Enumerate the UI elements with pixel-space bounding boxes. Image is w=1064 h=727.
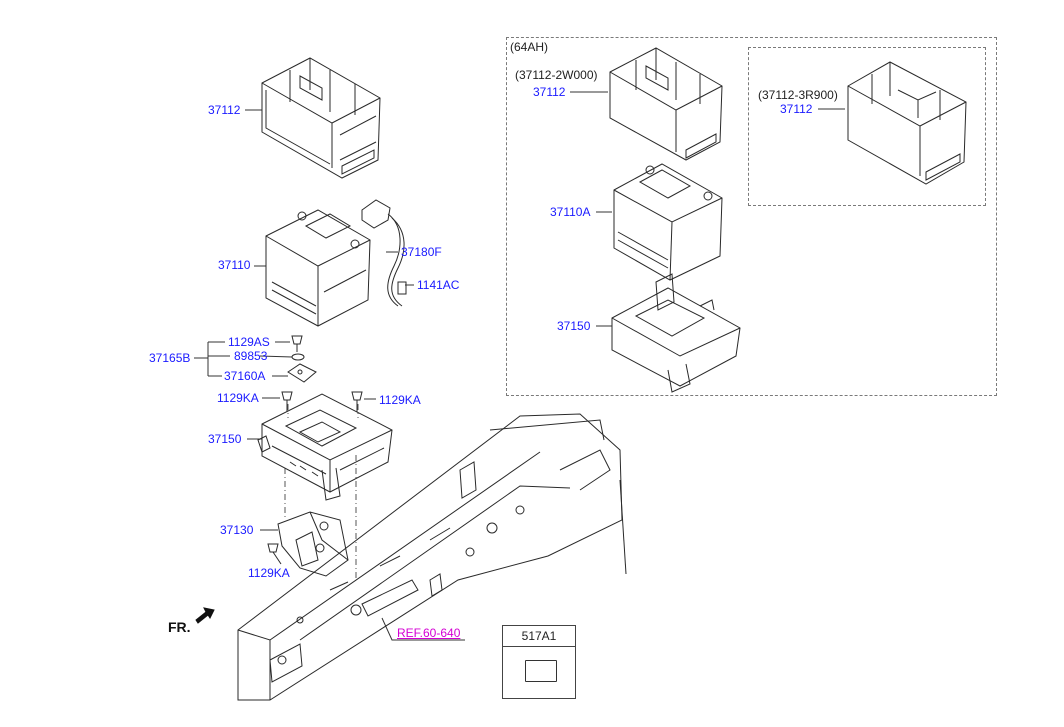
part-battery-main[interactable]: 37110 — [218, 258, 251, 272]
part-bolt-ka-right[interactable]: 1129KA — [379, 393, 421, 407]
legend-box: 517A1 — [502, 625, 576, 699]
tray-main-drawing — [257, 393, 393, 501]
variant-b-subgroup-box — [748, 47, 986, 206]
bolts-drawing — [267, 391, 363, 565]
part-bracket-a[interactable]: 37160A — [224, 369, 266, 383]
leader-lines — [194, 91, 845, 641]
tray-cover-main-drawing — [261, 57, 381, 179]
part-tray-main[interactable]: 37150 — [208, 432, 242, 446]
alignment-lines — [284, 404, 359, 580]
legend-code: 517A1 — [503, 626, 575, 647]
tray-cover-var-a-drawing — [609, 47, 723, 161]
part-tray-cover-main[interactable]: 37112 — [208, 103, 241, 117]
tray-cover-var-b-drawing — [847, 61, 967, 185]
tray-var-drawing — [611, 273, 741, 393]
variant-a-code: (37112-2W000) — [515, 68, 598, 82]
legend-symbol — [525, 660, 557, 682]
reference-link[interactable]: REF.60-640 — [397, 626, 461, 640]
part-bolt-ka-left[interactable]: 1129KA — [217, 391, 259, 405]
part-assy[interactable]: 37165B — [149, 351, 191, 365]
small-hardware-drawing — [287, 335, 317, 383]
part-battery-var[interactable]: 37110A — [550, 205, 591, 219]
part-mount-bracket[interactable]: 37130 — [220, 523, 254, 537]
part-washer[interactable]: 89853 — [234, 349, 268, 363]
part-tray-cover-var-a[interactable]: 37112 — [533, 85, 566, 99]
part-cable-bolt[interactable]: 1141AC — [417, 278, 460, 292]
part-tray-cover-var-b[interactable]: 37112 — [780, 102, 813, 116]
capacity-label: (64AH) — [510, 40, 549, 54]
part-cable[interactable]: 37180F — [401, 245, 442, 259]
battery-main-drawing — [265, 209, 371, 327]
variant-group-box — [506, 37, 997, 396]
part-tray-var[interactable]: 37150 — [557, 319, 591, 333]
battery-var-drawing — [613, 163, 723, 281]
cable-drawing — [361, 199, 407, 307]
body-frame-drawing — [237, 413, 627, 701]
variant-b-code: (37112-3R900) — [758, 88, 838, 102]
part-bolt-ka-bottom[interactable]: 1129KA — [248, 566, 290, 580]
part-bolt-as[interactable]: 1129AS — [228, 335, 270, 349]
front-label: FR. — [168, 619, 191, 635]
front-arrow-icon — [195, 607, 215, 624]
